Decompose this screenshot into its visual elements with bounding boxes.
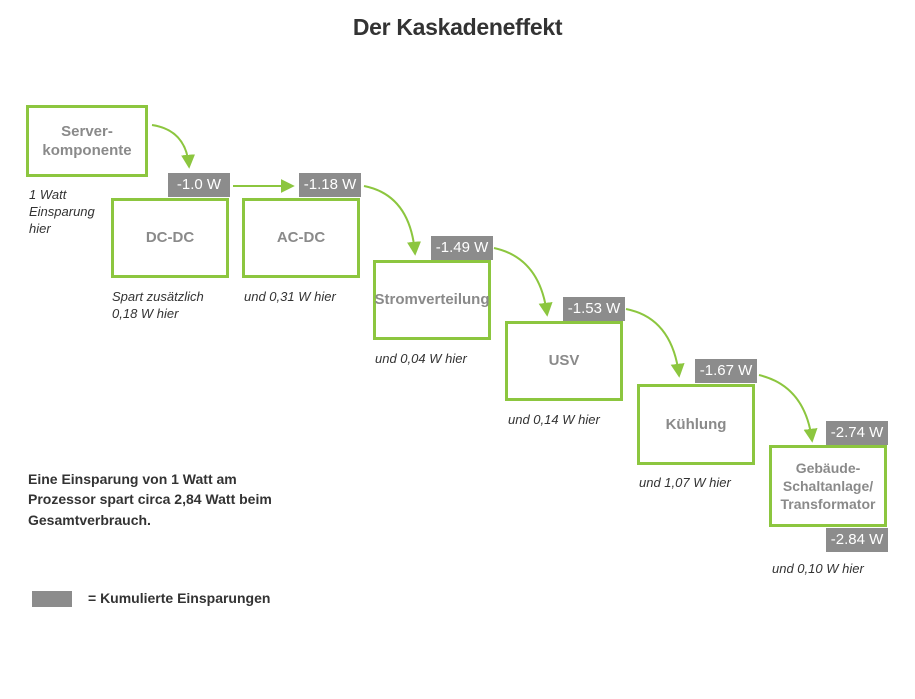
box-stromverteilung: Stromverteilung [373, 260, 491, 340]
cumulative-badge: -2.84 W [826, 528, 888, 552]
box-label: Kühlung [665, 415, 727, 433]
box-label: Gebäude- Schaltanlage/ Transformator [780, 459, 876, 513]
box-label: USV [548, 352, 580, 370]
box-kuehlung: Kühlung [637, 384, 755, 465]
note-dcdc: Spart zusätzlich 0,18 W hier [112, 289, 204, 322]
note-kuehlung: und 1,07 W hier [639, 475, 731, 490]
cumulative-badge: -1.49 W [431, 236, 493, 260]
cumulative-badge: -1.67 W [695, 359, 757, 383]
box-label: AC-DC [276, 229, 326, 247]
page-title: Der Kaskadeneffekt [352, 14, 563, 40]
cumulative-badge: -1.18 W [299, 173, 361, 197]
legend-swatch [32, 591, 72, 607]
arrow-strom-usv [493, 247, 553, 317]
note-usv: und 0,14 W hier [508, 412, 600, 427]
box-ac-dc: AC-DC [242, 198, 360, 278]
arrow-acdc-strom [363, 185, 422, 256]
box-gebaeude-schaltanlage: Gebäude- Schaltanlage/ Transformator [769, 445, 887, 527]
cumulative-badge: -2.74 W [826, 421, 888, 445]
note-server: 1 Watt Einsparung hier [29, 187, 95, 237]
box-usv: USV [505, 321, 623, 401]
note-strom: und 0,04 W hier [375, 351, 467, 366]
box-serverkomponente: Server- komponente [26, 105, 148, 177]
box-label: Server- komponente [42, 122, 132, 160]
arrow-kuehlung-gebaeude [758, 374, 818, 443]
arrow-usv-kuehlung [625, 308, 685, 378]
note-acdc: und 0,31 W hier [244, 289, 336, 304]
box-label: DC-DC [145, 229, 195, 247]
legend-label: = Kumulierte Einsparungen [88, 590, 271, 606]
note-gebaeude: und 0,10 W hier [772, 561, 864, 576]
summary-text: Eine Einsparung von 1 Watt am Prozessor … [28, 471, 272, 528]
cumulative-badge: -1.53 W [563, 297, 625, 321]
cumulative-badge: -1.0 W [168, 173, 230, 197]
box-dc-dc: DC-DC [111, 198, 229, 278]
box-label: Stromverteilung [374, 291, 490, 309]
arrow-server-dcdc [151, 124, 196, 169]
